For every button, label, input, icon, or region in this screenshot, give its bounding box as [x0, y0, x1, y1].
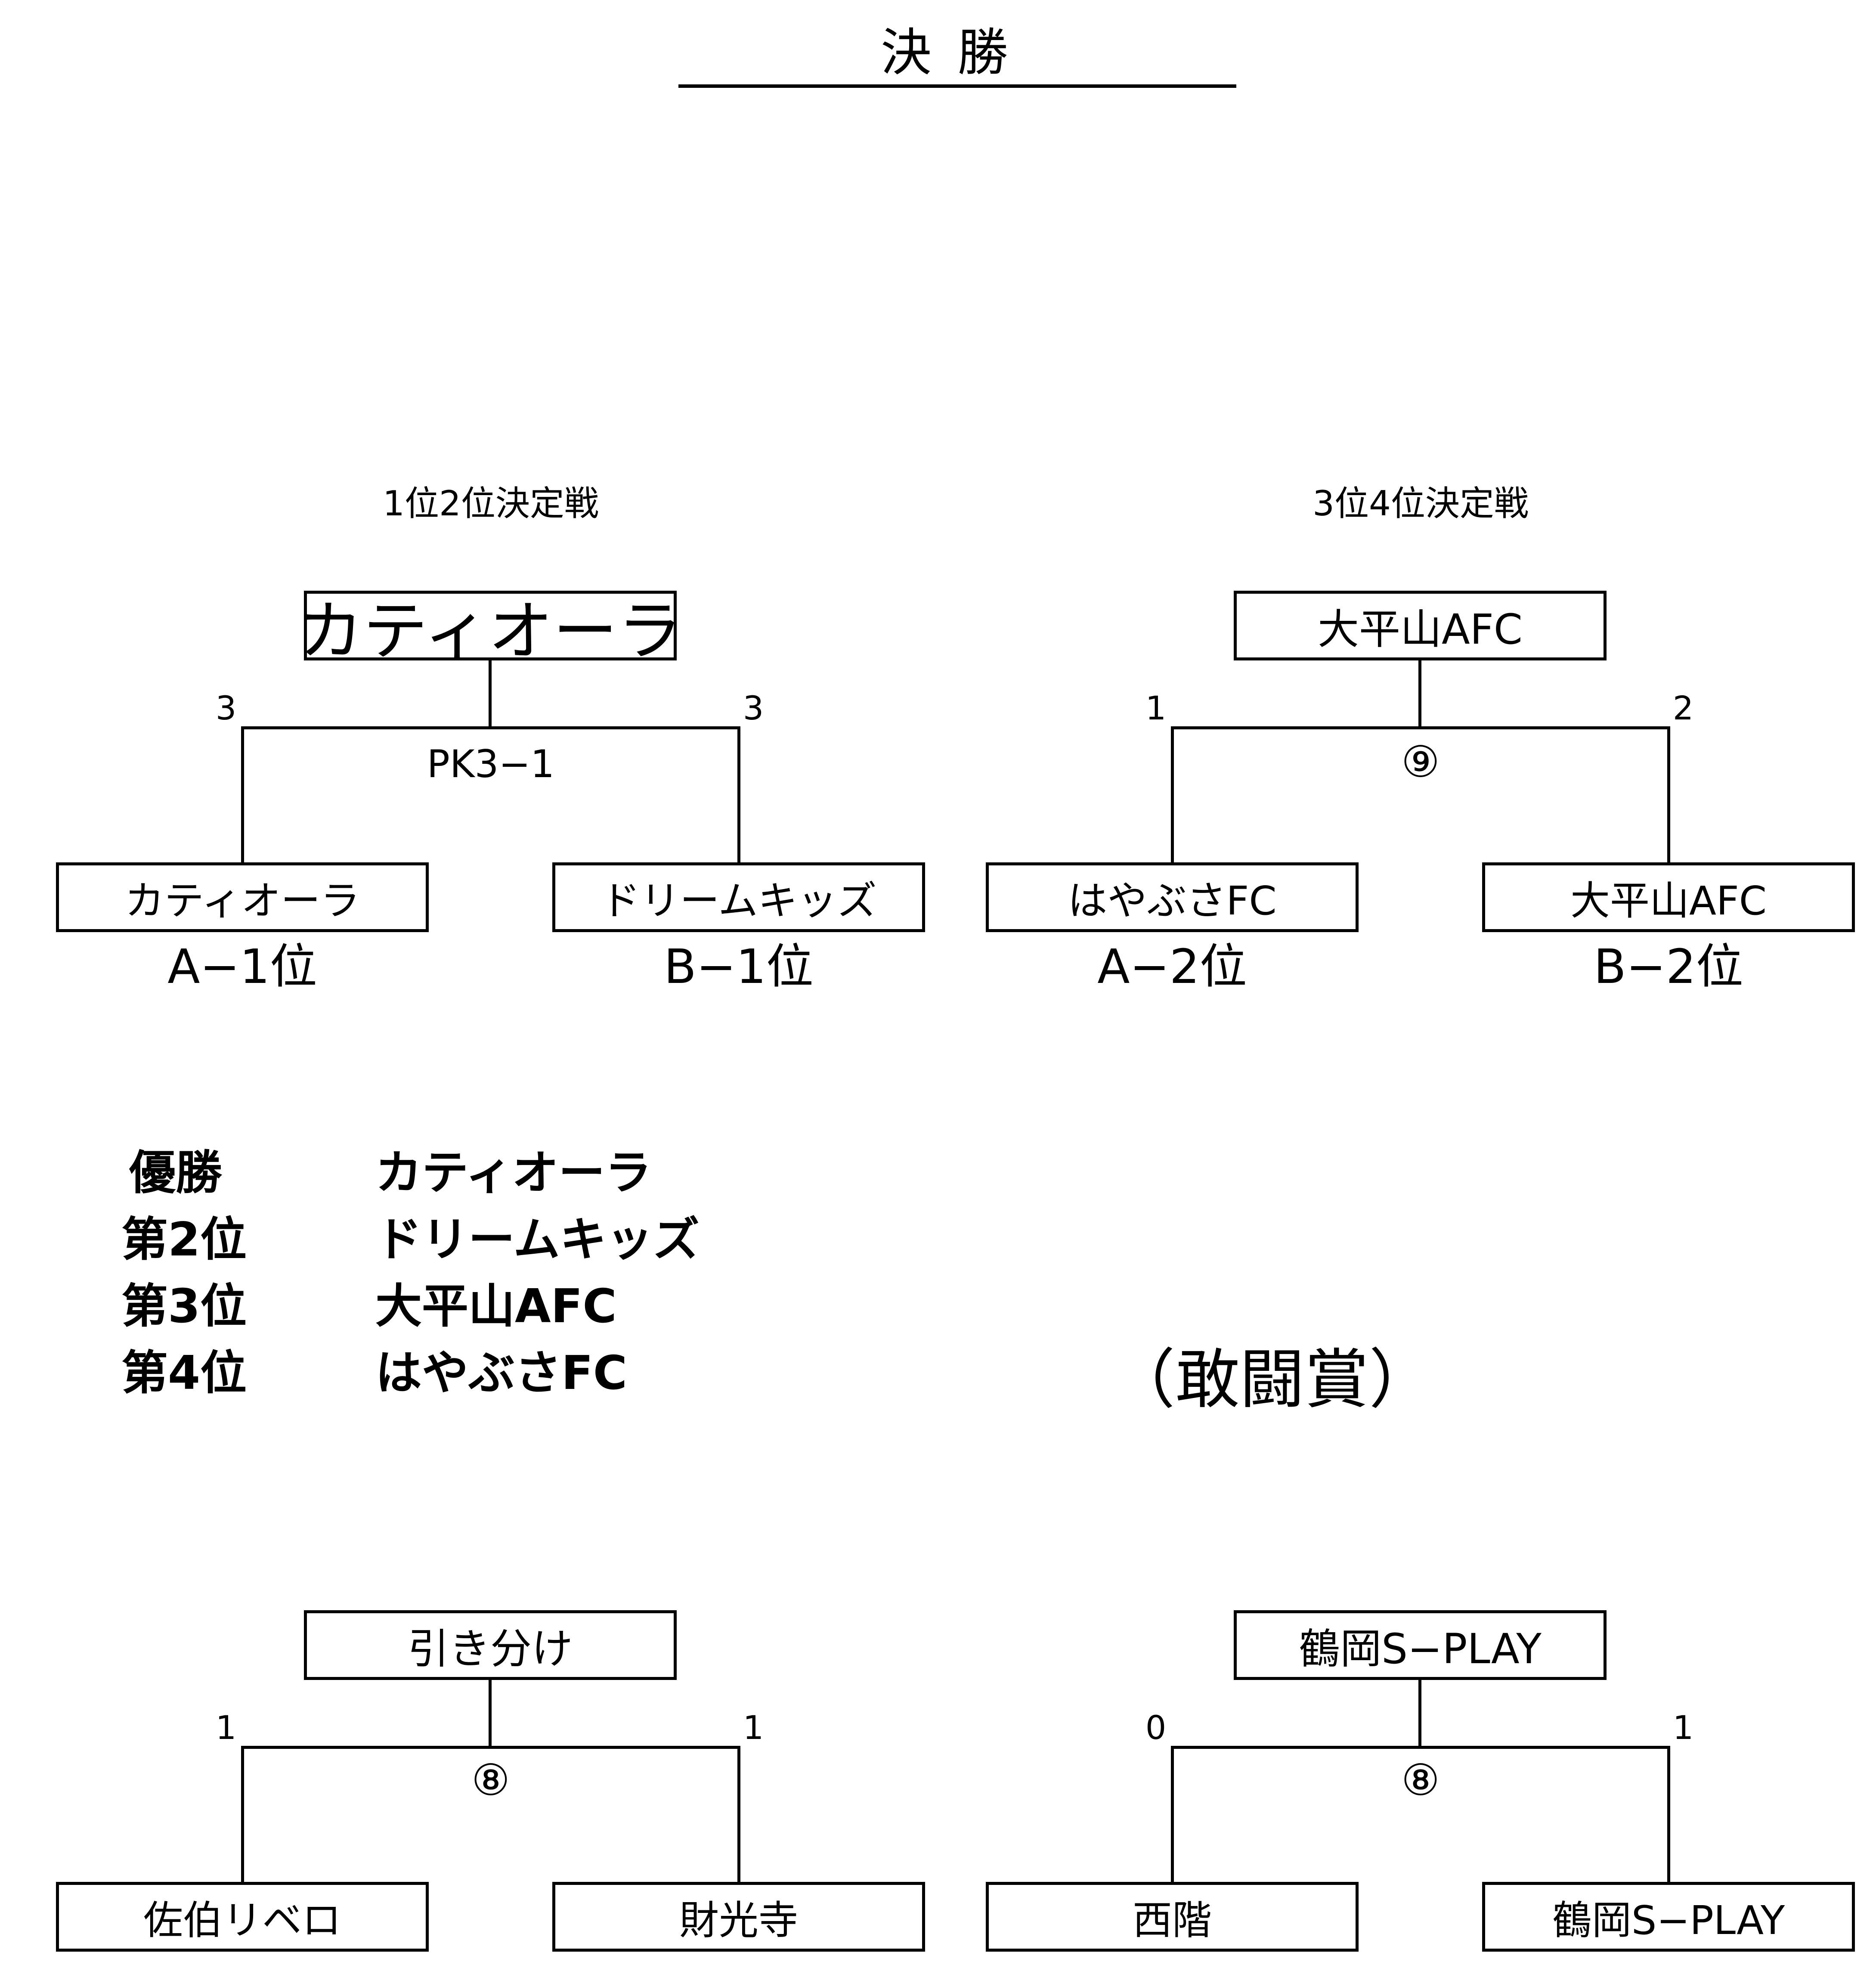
final-12-left-team-box: カティオーラ — [56, 862, 429, 932]
match-br-right-team-box: 鶴岡S−PLAY — [1482, 1882, 1855, 1952]
final-12-right-leg — [737, 726, 740, 862]
match-bl-result-box: 引き分け — [304, 1610, 677, 1680]
final-12-right-seed: B−1位 — [664, 939, 814, 994]
match-br-left-leg — [1171, 1746, 1174, 1882]
match-bl-left-leg — [241, 1746, 244, 1882]
final-12-right-score: 3 — [743, 689, 764, 727]
match-br-left-score: 0 — [1145, 1708, 1167, 1747]
match-bl-right-leg — [737, 1746, 740, 1882]
page-title: 決勝 — [880, 23, 1034, 82]
final-34-crossbar — [1171, 726, 1670, 729]
match-br-match-number: ⑧ — [1401, 1755, 1440, 1805]
final-34-winner-box: 大平山AFC — [1234, 591, 1607, 660]
final-12-pk-note: PK3−1 — [427, 742, 555, 786]
final-34-left-leg — [1171, 726, 1174, 862]
match-bl-right-team-box: 財光寺 — [552, 1882, 925, 1952]
match-bl-left-score: 1 — [215, 1708, 237, 1747]
final-12-right-team-box: ドリームキッズ — [552, 862, 925, 932]
match-bl-match-number: ⑧ — [471, 1755, 510, 1805]
final-34-match-number: ⑨ — [1401, 737, 1440, 787]
standing-rank-4: 第4位 — [121, 1346, 247, 1400]
final-12-stem — [489, 660, 492, 729]
final-34-left-seed: A−2位 — [1097, 939, 1247, 994]
standing-team-1: カティオーラ — [375, 1146, 652, 1200]
standing-team-4: はやぶさFC — [375, 1346, 628, 1400]
match-bl-right-score: 1 — [743, 1708, 764, 1747]
final-34-left-score: 1 — [1145, 689, 1167, 727]
final-34-right-team-box: 大平山AFC — [1482, 862, 1855, 932]
match-br-crossbar — [1171, 1746, 1670, 1749]
match-bl-stem — [489, 1680, 492, 1749]
final-34-right-score: 2 — [1672, 689, 1694, 727]
standing-rank-1: 優勝 — [129, 1146, 223, 1200]
final-12-left-score: 3 — [215, 689, 237, 727]
final-34-label: 3位4位決定戦 — [1313, 483, 1529, 524]
standing-rank-2: 第2位 — [121, 1213, 247, 1267]
standing-rank-3: 第3位 — [121, 1280, 247, 1333]
final-34-right-seed: B−2位 — [1594, 939, 1743, 994]
final-12-left-seed: A−1位 — [167, 939, 317, 994]
final-12-label: 1位2位決定戦 — [383, 483, 599, 524]
final-12-crossbar — [241, 726, 740, 729]
final-34-stem — [1418, 660, 1421, 729]
match-br-winner-box: 鶴岡S−PLAY — [1234, 1610, 1607, 1680]
match-bl-crossbar — [241, 1746, 740, 1749]
final-12-left-leg — [241, 726, 244, 862]
match-br-right-score: 1 — [1672, 1708, 1694, 1747]
final-34-right-leg — [1667, 726, 1670, 862]
final-34-left-team-box: はやぶさFC — [986, 862, 1359, 932]
match-bl-left-team-box: 佐伯リベロ — [56, 1882, 429, 1952]
final-12-winner-box: カティオーラ — [299, 591, 682, 669]
title-underline — [678, 84, 1236, 88]
match-br-stem — [1418, 1680, 1421, 1749]
match-br-left-team-box: 西階 — [986, 1882, 1359, 1952]
fighting-spirit-award-heading: （敢闘賞） — [1111, 1342, 1434, 1417]
standing-team-3: 大平山AFC — [375, 1280, 617, 1333]
standing-team-2: ドリームキッズ — [375, 1213, 700, 1267]
match-br-right-leg — [1667, 1746, 1670, 1882]
